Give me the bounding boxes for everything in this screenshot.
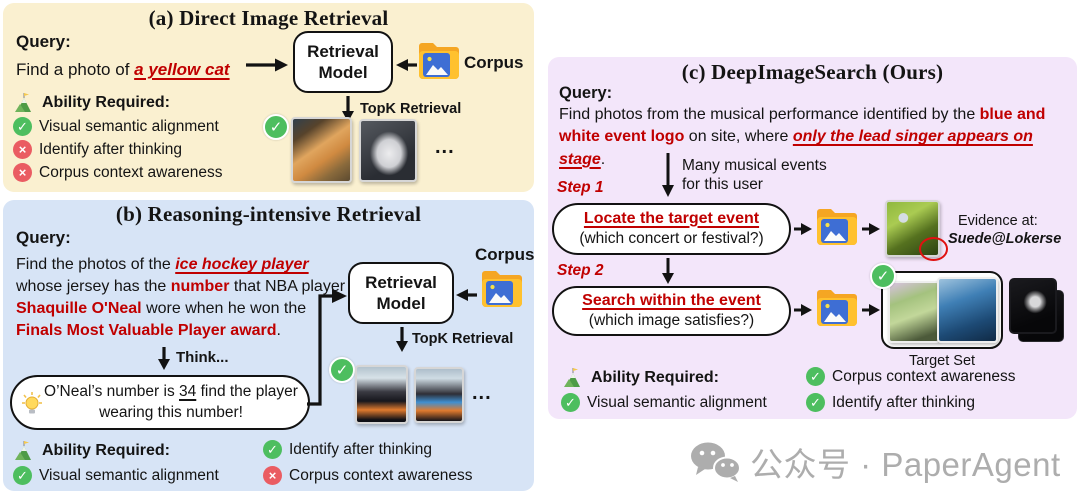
- panel-direct-retrieval: (a) Direct Image Retrieval Query: Find a…: [3, 3, 534, 192]
- panel-b-query-label: Query:: [16, 228, 71, 247]
- evidence-label: Evidence at:: [958, 213, 1038, 229]
- ability-required-header-a: Ability Required:: [14, 92, 170, 113]
- arrow-down-icon: [662, 153, 674, 197]
- panel-a-query-label: Query:: [16, 32, 71, 51]
- ability-row: ✓ Corpus context awareness: [806, 367, 1016, 386]
- ability-row: ✓ Identify after thinking: [806, 393, 975, 412]
- target-photo-1: [888, 281, 940, 343]
- arrow-right-icon: [862, 223, 880, 235]
- check-icon: ✓: [806, 367, 825, 386]
- ability-row: ✓ Visual semantic alignment: [561, 393, 767, 412]
- check-icon: ✓: [263, 114, 289, 140]
- evidence-value: Suede@Lokerse: [948, 231, 1062, 247]
- ability-required-header-c: Ability Required:: [563, 367, 719, 388]
- check-icon: ✓: [13, 117, 32, 136]
- mountain-icon: [15, 441, 31, 460]
- check-icon: ✓: [329, 357, 355, 383]
- stacked-photo-front: [1009, 278, 1057, 334]
- check-icon: ✓: [561, 393, 580, 412]
- check-icon: ✓: [806, 393, 825, 412]
- corpus-folder-icon: [482, 271, 522, 307]
- arrow-right-icon: [794, 304, 812, 316]
- step1-title: Locate the target event: [583, 209, 760, 227]
- result-image-cat1: [291, 117, 352, 183]
- panel-c-title: (c) DeepImageSearch (Ours): [681, 60, 944, 84]
- ability-row: ✓ Visual semantic alignment: [13, 117, 219, 136]
- panel-a-title: (a) Direct Image Retrieval: [148, 6, 389, 30]
- panel-a-query-text: Find a photo of a yellow cat: [16, 60, 230, 79]
- ability-row: ✓ Visual semantic alignment: [13, 466, 219, 485]
- watermark-text: 公众号 · PaperAgent: [750, 446, 1061, 483]
- step2-bubble: Search within the event (which image sat…: [552, 286, 791, 336]
- step1-bubble: Locate the target event (which concert o…: [552, 203, 791, 255]
- arrow-left-icon: [396, 59, 417, 71]
- step2-subtitle: (which image satisfies?): [588, 312, 755, 330]
- ellipsis-a: ...: [435, 136, 455, 158]
- step2-label: Step 2: [557, 262, 604, 279]
- ability-row: × Identify after thinking: [13, 140, 182, 159]
- cross-icon: ×: [13, 163, 32, 182]
- corpus-label-b: Corpus: [475, 245, 535, 264]
- corpus-folder-icon: [419, 43, 459, 79]
- arrow-right-icon: [794, 223, 812, 235]
- ellipsis-b: ...: [472, 382, 492, 404]
- result-image-hockey2: [414, 367, 464, 423]
- topk-label-b: TopK Retrieval: [412, 331, 514, 347]
- elbow-connector-arrow: [307, 289, 347, 406]
- event-folder-icon: [817, 290, 857, 326]
- mountain-icon: [564, 368, 580, 387]
- ability-row: × Corpus context awareness: [263, 466, 473, 485]
- arrow-down-icon: [158, 347, 170, 370]
- arrow-right-icon: [246, 58, 288, 72]
- panel-b-title: (b) Reasoning-intensive Retrieval: [115, 202, 422, 226]
- check-icon: ✓: [263, 440, 282, 459]
- arrow-left-icon: [456, 289, 477, 301]
- check-icon: ✓: [13, 466, 32, 485]
- panel-b-query-text: Find the photos of the ice hockey player…: [16, 256, 346, 340]
- arrow-down-icon: [662, 258, 674, 284]
- thought-bubble: O’Neal’s number is 34 find the player we…: [10, 375, 310, 430]
- ability-required-header-b: Ability Required:: [14, 440, 170, 461]
- result-image-cat2: [359, 119, 417, 182]
- check-icon: ✓: [870, 263, 896, 289]
- result-image-hockey1: [355, 365, 408, 424]
- cross-icon: ×: [13, 140, 32, 159]
- target-photo-2: [937, 277, 998, 343]
- step1-label: Step 1: [557, 179, 604, 196]
- step2-title: Search within the event: [582, 291, 761, 309]
- query-highlight-yellow-cat: a yellow cat: [134, 60, 230, 79]
- arrow-right-icon: [862, 304, 880, 316]
- panel-reasoning-retrieval: (b) Reasoning-intensive Retrieval Query:…: [3, 200, 535, 491]
- panel-c-query-text: Find photos from the musical performance…: [559, 106, 1046, 168]
- mountain-icon: [15, 93, 31, 112]
- topk-label-a: TopK Retrieval: [360, 101, 462, 117]
- wechat-icon: [691, 442, 741, 482]
- target-set-label: Target Set: [908, 353, 976, 369]
- target-set-box: [881, 271, 1003, 349]
- arrow-down-icon: [396, 327, 408, 352]
- thought-text: O’Neal’s number is 34 find the player we…: [44, 383, 298, 421]
- step1-subtitle: (which concert or festival?): [579, 230, 764, 248]
- panel-deepimagesearch: (c) DeepImageSearch (Ours) Query: Find p…: [548, 57, 1077, 419]
- event-folder-icon: [817, 209, 857, 245]
- corpus-label-a: Corpus: [464, 53, 524, 72]
- ability-row: ✓ Identify after thinking: [263, 440, 432, 459]
- logo-annotation-circle: [919, 237, 948, 261]
- think-label: Think...: [176, 349, 229, 366]
- panel-c-query-label: Query:: [559, 84, 613, 102]
- arrow-down-icon: [342, 96, 354, 122]
- lightbulb-icon: [22, 392, 42, 414]
- cross-icon: ×: [263, 466, 282, 485]
- ability-row: × Corpus context awareness: [13, 163, 223, 182]
